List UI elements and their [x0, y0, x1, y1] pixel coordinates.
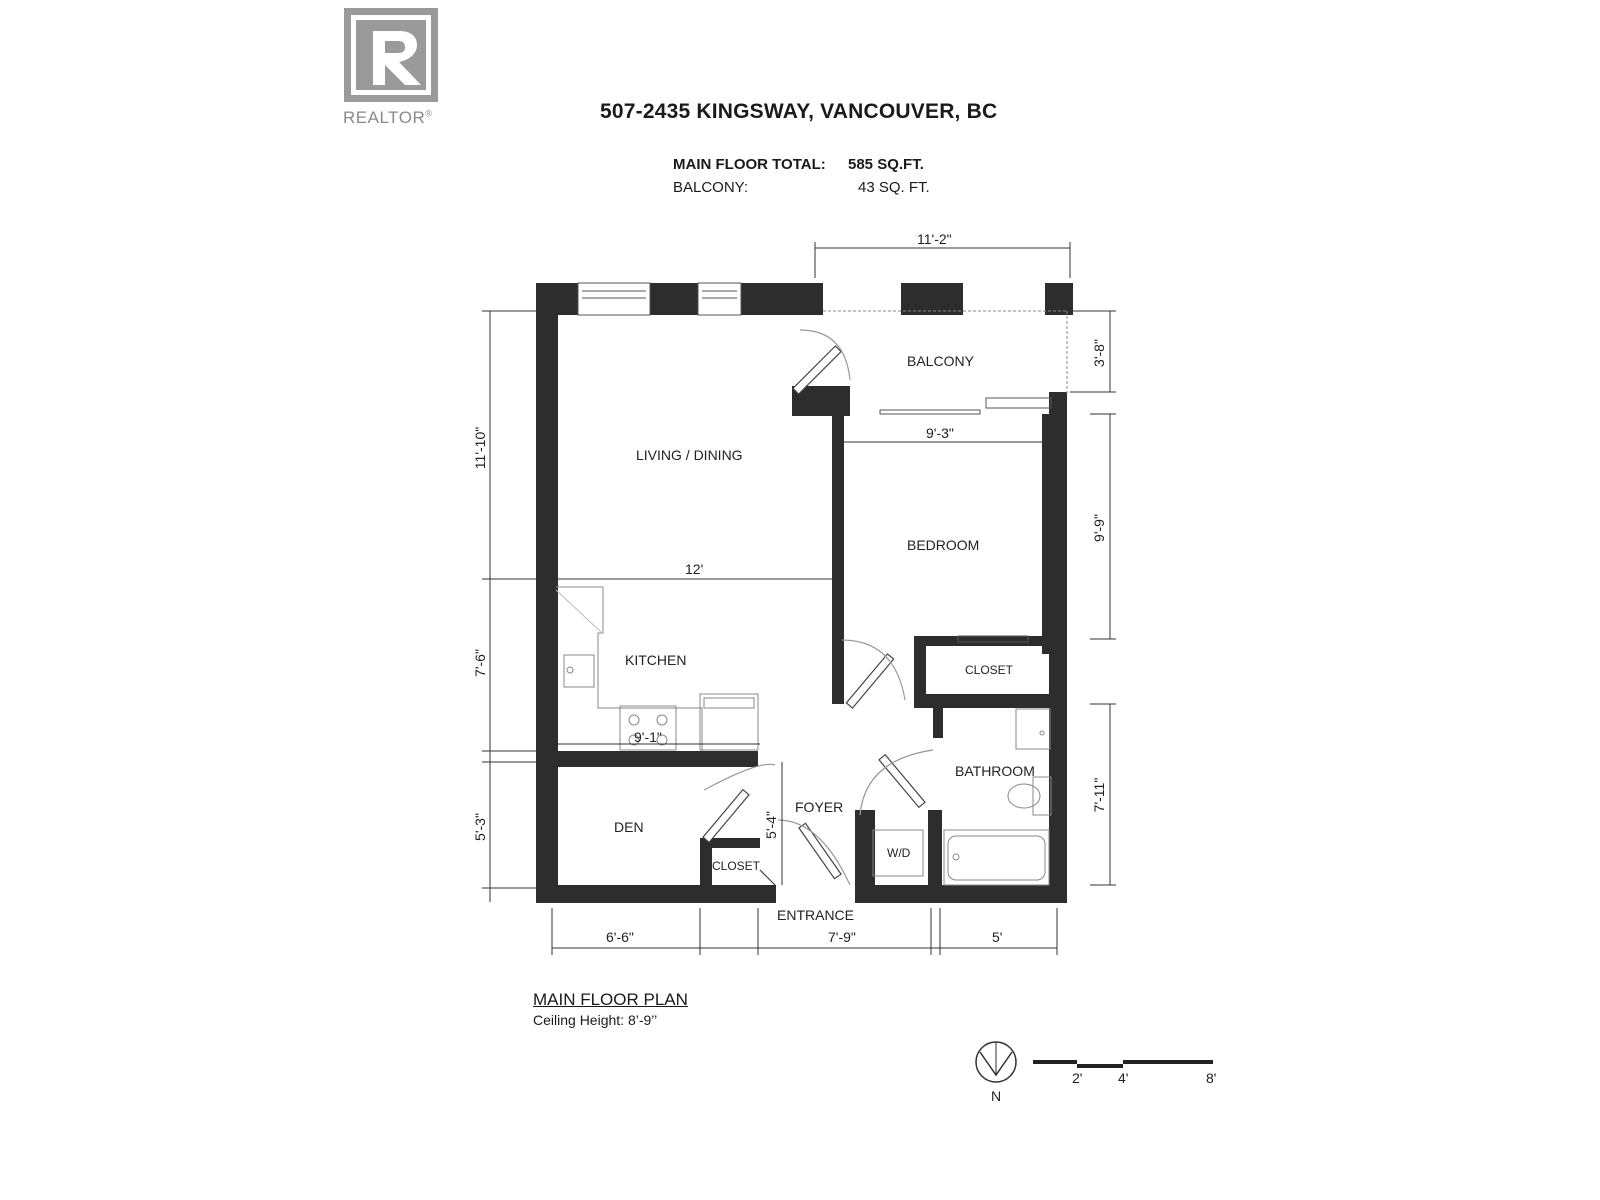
dim-bedroom-depth: 9'-9": [1091, 514, 1107, 542]
dim-kitchen-depth: 7'-6": [472, 649, 488, 677]
realtor-wordmark: REALTOR: [343, 108, 426, 127]
room-balcony: BALCONY: [907, 353, 975, 369]
dimension-lines: [482, 242, 1116, 955]
dim-bathroom-depth: 7'-11": [1091, 778, 1107, 813]
doors: [702, 329, 934, 886]
plan-title: MAIN FLOOR PLAN: [533, 990, 688, 1009]
north-arrow-icon: N: [975, 1041, 1017, 1104]
room-living-dining: LIVING / DINING: [636, 447, 743, 463]
north-label: N: [991, 1088, 1001, 1104]
dim-bath-width: 5': [992, 929, 1002, 945]
dim-living-depth: 11'-10": [472, 427, 488, 469]
fixtures: [555, 586, 1052, 886]
dim-foyer-depth: 5'-4": [763, 811, 779, 839]
windows: [577, 282, 1068, 643]
room-den: DEN: [614, 819, 644, 835]
dim-foyer-width: 7'-9": [828, 929, 856, 945]
realtor-r-logo: [344, 8, 438, 102]
ceiling-height: Ceiling Height: 8’-9’’: [533, 1012, 658, 1028]
room-wd: W/D: [887, 846, 911, 860]
dim-den-depth: 5'-3": [472, 813, 488, 841]
registered-mark: ®: [425, 108, 433, 119]
scale-label-2: 2': [1072, 1070, 1082, 1086]
entrance-label: ENTRANCE: [777, 907, 854, 923]
scale-bar: 2' 4' 8': [1033, 1060, 1216, 1086]
room-closet-den: CLOSET: [712, 859, 761, 873]
room-labels: LIVING / DINING BALCONY BEDROOM KITCHEN …: [614, 353, 1035, 923]
scale-label-4: 4': [1118, 1070, 1128, 1086]
room-closet-bedroom: CLOSET: [965, 663, 1014, 677]
listing-address: 507-2435 KINGSWAY, VANCOUVER, BC: [600, 100, 998, 123]
room-kitchen: KITCHEN: [625, 652, 686, 668]
dim-living-width: 12': [685, 561, 703, 577]
dim-den-width: 6'-6": [606, 929, 634, 945]
balcony-area-value: 43 SQ. FT.: [858, 179, 930, 196]
room-bathroom: BATHROOM: [955, 763, 1035, 779]
main-floor-label: MAIN FLOOR TOTAL:: [673, 156, 826, 173]
walls: [536, 283, 1073, 903]
balcony-area-label: BALCONY:: [673, 179, 749, 196]
dimension-labels: 11'-2" 3'-8" 9'-3" 9'-9" 11'-10" 12' 7'-…: [472, 231, 1107, 945]
scale-label-8: 8': [1206, 1070, 1216, 1086]
dim-kitchen-width: 9'-1": [634, 729, 662, 745]
dim-bedroom-width: 9'-3": [926, 425, 954, 441]
main-floor-value: 585 SQ.FT.: [848, 156, 924, 173]
room-foyer: FOYER: [795, 799, 843, 815]
realtor-logo: REALTOR®: [343, 7, 439, 127]
dim-balcony-depth: 3'-8": [1091, 339, 1107, 367]
dim-balcony-width: 11'-2": [917, 231, 952, 247]
room-bedroom: BEDROOM: [907, 537, 979, 553]
